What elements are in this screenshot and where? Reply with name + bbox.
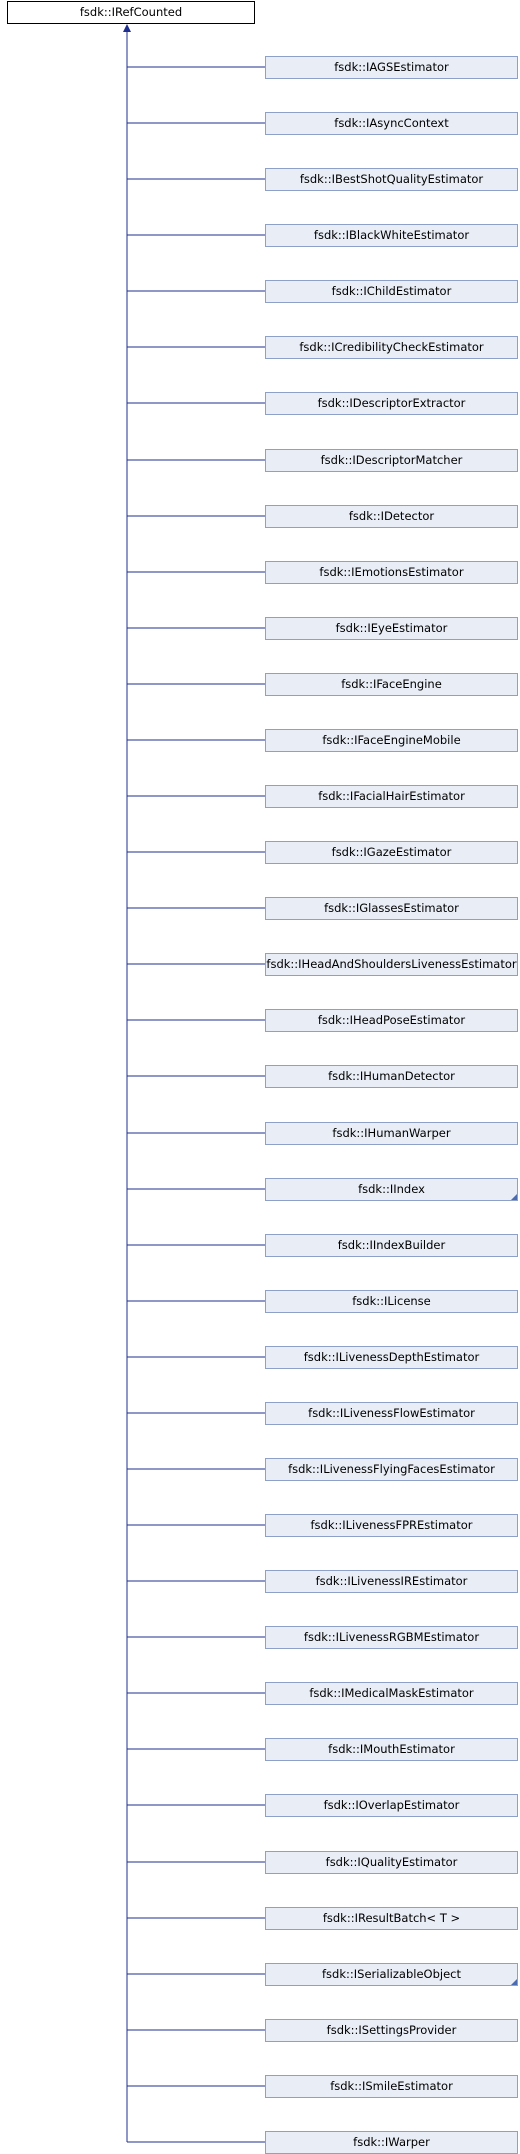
derived-class-label: fsdk::ISettingsProvider [326, 2023, 457, 2037]
derived-class-node[interactable]: fsdk::IIndex [265, 1178, 518, 1201]
derived-class-node[interactable]: fsdk::IGlassesEstimator [265, 897, 518, 920]
derived-class-node[interactable]: fsdk::IHumanDetector [265, 1065, 518, 1088]
derived-class-label: fsdk::IWarper [353, 2135, 430, 2149]
derived-class-node[interactable]: fsdk::IBestShotQualityEstimator [265, 168, 518, 191]
derived-class-label: fsdk::ILivenessRGBMEstimator [303, 1630, 480, 1644]
derived-class-label: fsdk::IFaceEngine [341, 677, 442, 691]
derived-class-label: fsdk::IEyeEstimator [335, 621, 448, 635]
derived-class-node[interactable]: fsdk::ILivenessFlowEstimator [265, 1402, 518, 1425]
derived-class-label: fsdk::IHeadAndShouldersLivenessEstimator [266, 957, 517, 971]
derived-class-label: fsdk::IQualityEstimator [325, 1855, 458, 1869]
derived-class-node[interactable]: fsdk::IIndexBuilder [265, 1234, 518, 1257]
derived-class-node[interactable]: fsdk::ISmileEstimator [265, 2075, 518, 2098]
derived-class-node[interactable]: fsdk::IFaceEngine [265, 673, 518, 696]
derived-class-node[interactable]: fsdk::IHeadPoseEstimator [265, 1009, 518, 1032]
derived-class-label: fsdk::IGazeEstimator [331, 845, 452, 859]
derived-class-node[interactable]: fsdk::IAsyncContext [265, 112, 518, 135]
derived-class-node[interactable]: fsdk::IEyeEstimator [265, 617, 518, 640]
derived-class-node[interactable]: fsdk::ICredibilityCheckEstimator [265, 336, 518, 359]
derived-class-label: fsdk::IAsyncContext [334, 116, 449, 130]
derived-class-label: fsdk::IMouthEstimator [328, 1742, 455, 1756]
derived-class-node[interactable]: fsdk::ISerializableObject [265, 1963, 518, 1986]
derived-class-label: fsdk::ILivenessFlyingFacesEstimator [288, 1462, 495, 1476]
collapsed-subclasses-marker-icon [511, 1979, 517, 1985]
derived-class-node[interactable]: fsdk::IMedicalMaskEstimator [265, 1682, 518, 1705]
derived-class-node[interactable]: fsdk::IDescriptorExtractor [265, 392, 518, 415]
derived-class-label: fsdk::IBestShotQualityEstimator [299, 172, 484, 186]
derived-class-node[interactable]: fsdk::IHumanWarper [265, 1122, 518, 1145]
derived-class-node[interactable]: fsdk::IWarper [265, 2131, 518, 2154]
derived-class-label: fsdk::ILivenessIREstimator [315, 1574, 468, 1588]
derived-class-label: fsdk::ILicense [352, 1294, 431, 1308]
derived-class-node[interactable]: fsdk::ILivenessRGBMEstimator [265, 1626, 518, 1649]
derived-class-label: fsdk::IIndex [358, 1182, 425, 1196]
derived-class-node[interactable]: fsdk::IFaceEngineMobile [265, 729, 518, 752]
derived-class-node[interactable]: fsdk::IEmotionsEstimator [265, 561, 518, 584]
derived-class-label: fsdk::IIndexBuilder [337, 1238, 446, 1252]
derived-class-node[interactable]: fsdk::IFacialHairEstimator [265, 785, 518, 808]
derived-class-node[interactable]: fsdk::IChildEstimator [265, 280, 518, 303]
derived-class-label: fsdk::IMedicalMaskEstimator [309, 1686, 474, 1700]
derived-class-label: fsdk::IGlassesEstimator [324, 901, 459, 915]
derived-class-label: fsdk::IChildEstimator [331, 284, 452, 298]
derived-class-node[interactable]: fsdk::ILivenessIREstimator [265, 1570, 518, 1593]
derived-class-label: fsdk::IFacialHairEstimator [318, 789, 465, 803]
derived-class-node[interactable]: fsdk::IOverlapEstimator [265, 1794, 518, 1817]
derived-class-label: fsdk::IEmotionsEstimator [319, 565, 464, 579]
derived-class-node[interactable]: fsdk::ISettingsProvider [265, 2019, 518, 2042]
derived-class-label: fsdk::IResultBatch< T > [322, 1911, 461, 1925]
collapsed-subclasses-marker-icon [511, 1194, 517, 1200]
derived-class-label: fsdk::IDetector [348, 509, 435, 523]
derived-class-label: fsdk::IHumanWarper [332, 1126, 451, 1140]
derived-class-label: fsdk::IAGSEstimator [334, 60, 449, 74]
derived-class-node[interactable]: fsdk::ILivenessFlyingFacesEstimator [265, 1458, 518, 1481]
derived-class-label: fsdk::ILivenessDepthEstimator [303, 1350, 480, 1364]
derived-class-node[interactable]: fsdk::IAGSEstimator [265, 56, 518, 79]
derived-class-label: fsdk::ISerializableObject [322, 1967, 461, 1981]
derived-class-node[interactable]: fsdk::IBlackWhiteEstimator [265, 224, 518, 247]
derived-class-label: fsdk::ILivenessFPREstimator [310, 1518, 473, 1532]
derived-class-label: fsdk::ISmileEstimator [330, 2079, 453, 2093]
derived-class-node[interactable]: fsdk::ILicense [265, 1290, 518, 1313]
derived-class-node[interactable]: fsdk::IQualityEstimator [265, 1851, 518, 1874]
derived-class-label: fsdk::IHeadPoseEstimator [317, 1013, 466, 1027]
derived-class-label: fsdk::IOverlapEstimator [323, 1798, 460, 1812]
derived-class-label: fsdk::ILivenessFlowEstimator [308, 1406, 475, 1420]
derived-class-label: fsdk::ICredibilityCheckEstimator [299, 340, 484, 354]
derived-class-node[interactable]: fsdk::IMouthEstimator [265, 1738, 518, 1761]
inheritance-arrow-head [123, 24, 131, 32]
derived-class-label: fsdk::IBlackWhiteEstimator [313, 228, 470, 242]
derived-class-node[interactable]: fsdk::IDescriptorMatcher [265, 449, 518, 472]
derived-class-node[interactable]: fsdk::ILivenessFPREstimator [265, 1514, 518, 1537]
derived-class-label: fsdk::IDescriptorMatcher [320, 453, 463, 467]
derived-class-label: fsdk::IHumanDetector [328, 1069, 455, 1083]
derived-class-label: fsdk::IDescriptorExtractor [317, 396, 466, 410]
derived-class-node[interactable]: fsdk::ILivenessDepthEstimator [265, 1346, 518, 1369]
derived-class-label: fsdk::IFaceEngineMobile [322, 733, 461, 747]
derived-class-node[interactable]: fsdk::IDetector [265, 505, 518, 528]
derived-class-node[interactable]: fsdk::IResultBatch< T > [265, 1907, 518, 1930]
root-class-node[interactable]: fsdk::IRefCounted [7, 1, 255, 24]
derived-class-node[interactable]: fsdk::IHeadAndShouldersLivenessEstimator [265, 953, 518, 976]
derived-class-node[interactable]: fsdk::IGazeEstimator [265, 841, 518, 864]
